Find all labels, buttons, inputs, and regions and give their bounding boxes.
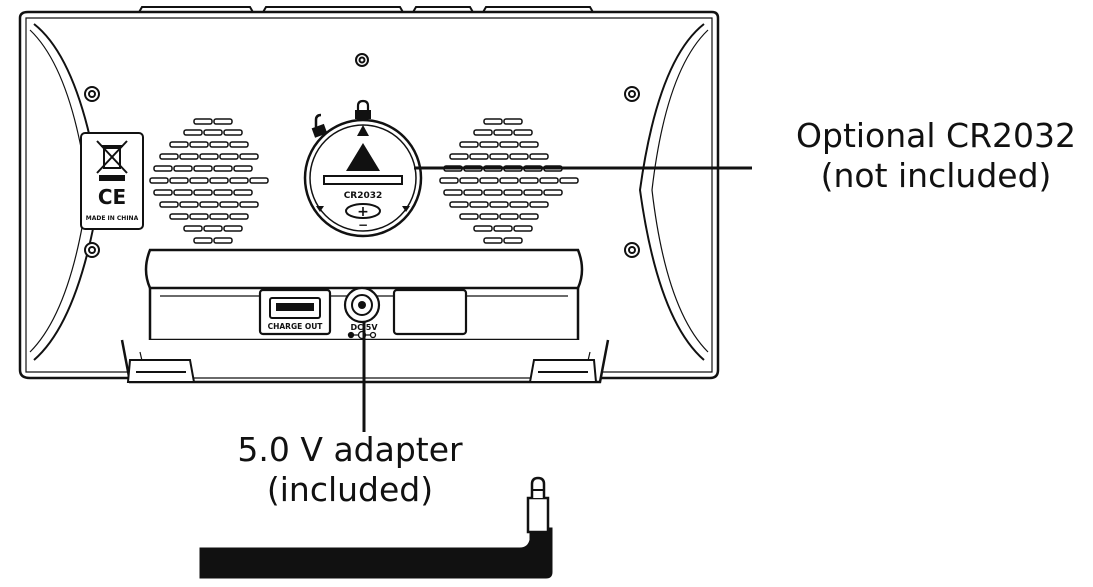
arrow-down-icon — [316, 206, 324, 212]
battery-insert-triangle — [346, 143, 380, 171]
battery-callout: Optional CR2032 (not included) — [776, 116, 1093, 196]
battery-compartment: CR2032 + − — [303, 99, 423, 238]
dc-polarity-icon — [347, 330, 377, 340]
right-speaker-grill — [439, 118, 579, 244]
battery-type-label: CR2032 — [344, 191, 383, 201]
lock-open-icon — [314, 113, 322, 127]
usb-port-label: CHARGE OUT — [268, 322, 324, 331]
left-speaker-grill — [149, 118, 269, 244]
battery-slot — [323, 175, 403, 185]
usb-charge-port[interactable]: CHARGE OUT — [258, 288, 332, 336]
blank-panel — [392, 288, 468, 336]
recycle-bin-crossed-icon — [96, 140, 128, 181]
arrow-down-icon — [402, 206, 410, 212]
origin-marking: MADE IN CHINA — [86, 215, 139, 222]
battery-callout-line1: Optional CR2032 — [796, 116, 1076, 155]
ce-mark: CE — [98, 185, 126, 209]
svg-text:−: − — [358, 218, 368, 232]
dc-jack[interactable]: DC 5V — [343, 286, 381, 340]
feet — [126, 359, 598, 383]
battery-callout-line2: (not included) — [820, 156, 1052, 195]
adapter-callout-line2: (included) — [266, 470, 434, 509]
regulatory-label: CE MADE IN CHINA — [80, 132, 144, 230]
adapter-callout-line1: 5.0 V adapter — [237, 430, 463, 469]
lock-closed-icon — [355, 99, 371, 119]
battery-coin-symbol: + − — [345, 203, 381, 232]
svg-text:+: + — [357, 204, 369, 220]
right-side-panel — [638, 23, 705, 361]
arrow-up-icon — [357, 125, 369, 136]
adapter-plug — [199, 476, 553, 579]
adapter-callout: 5.0 V adapter (included) — [200, 430, 500, 510]
